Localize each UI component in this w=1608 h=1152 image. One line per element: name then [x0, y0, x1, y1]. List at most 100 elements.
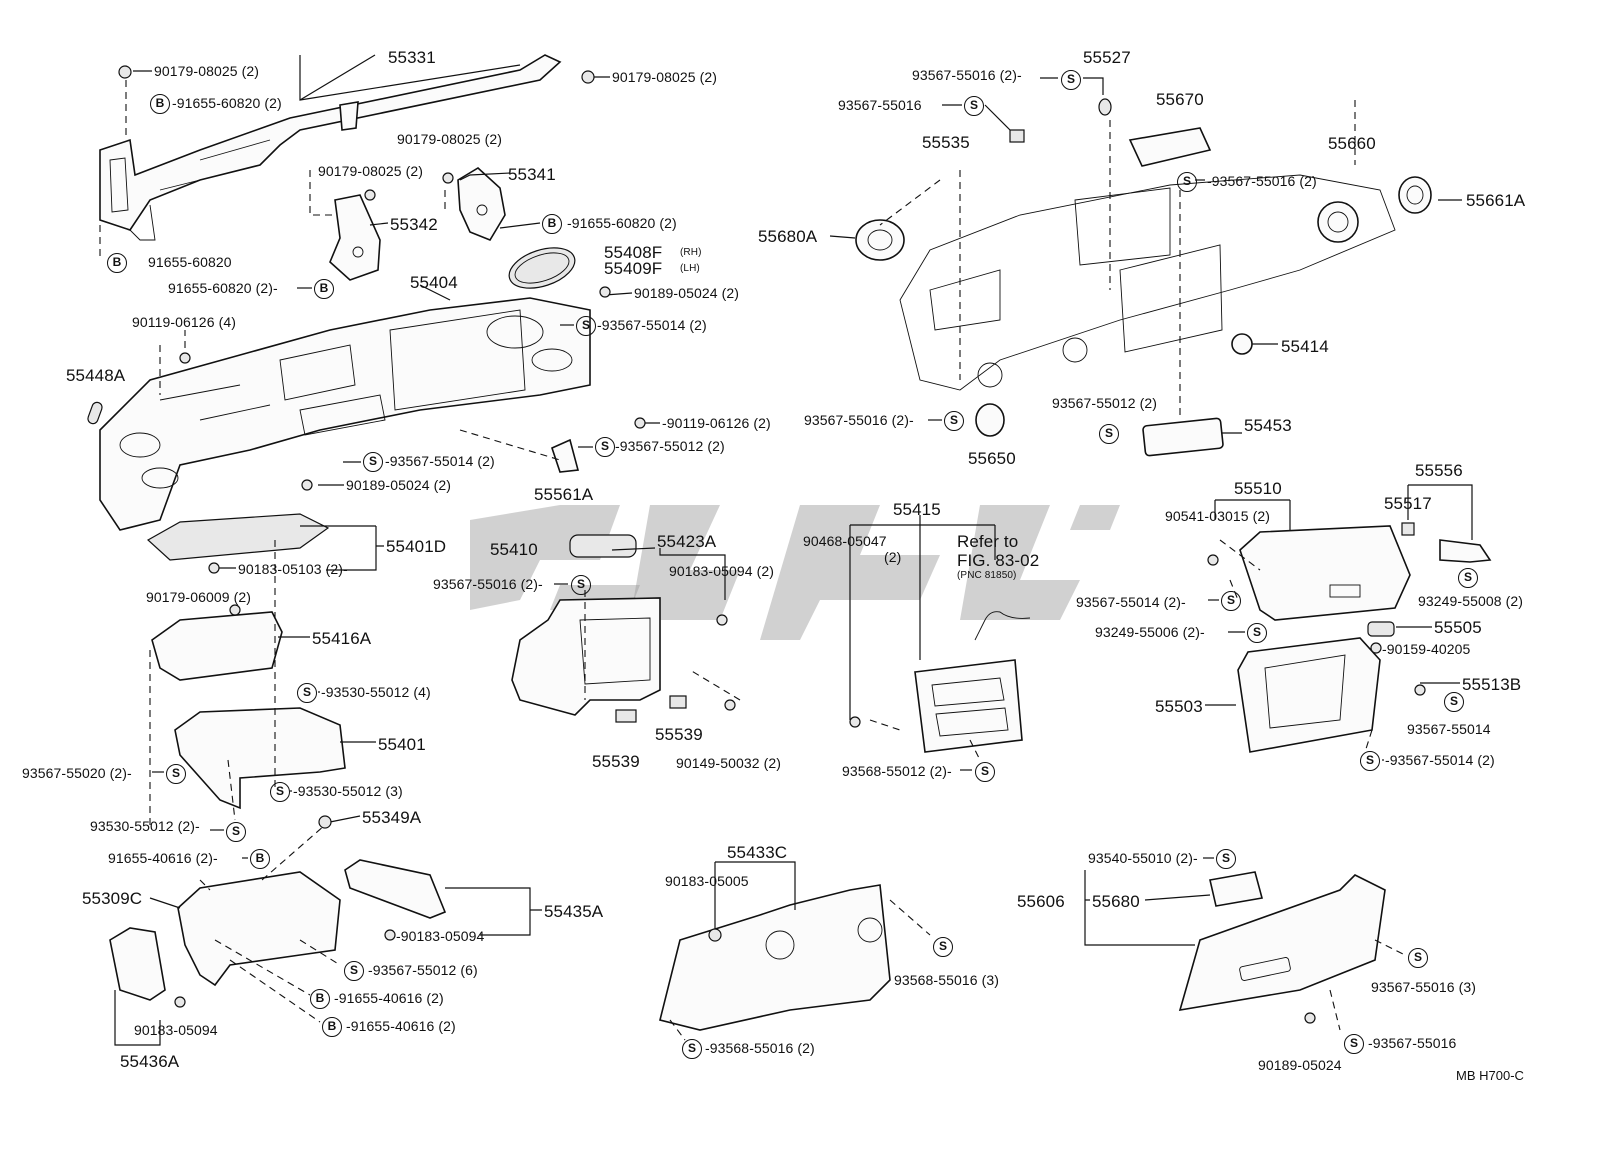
bracket-55435A — [344, 859, 447, 919]
screw-symbol-icon: S — [1408, 948, 1428, 968]
part-label: 93249-55006 (2)- — [1095, 624, 1205, 640]
part-label: 93540-55010 (2)- — [1088, 850, 1198, 866]
part-label: 93530-55012 (2)- — [90, 818, 200, 834]
screw-symbol-icon: S — [297, 683, 317, 703]
watermark-logo — [470, 505, 1120, 640]
cover-55436A — [109, 927, 166, 1001]
screw-symbol-icon: S — [270, 782, 290, 802]
bolt-symbol-icon: B — [322, 1017, 342, 1037]
screw-symbol-icon: S — [1216, 849, 1236, 869]
part-label: -91655-60820 (2) — [567, 215, 677, 231]
part-label: 93567-55012 (2) — [1052, 395, 1158, 411]
screw-symbol-icon: S — [595, 437, 615, 457]
bracket-55401 — [174, 707, 346, 810]
cluster-finish-panel-55423A — [511, 597, 661, 716]
speaker-grille-55408F — [508, 247, 576, 289]
part-label: -93567-55016 — [1368, 1035, 1457, 1051]
part-label: 55435A — [544, 902, 604, 921]
part-label: 55409F — [604, 259, 663, 278]
instrument-panel-installed — [899, 174, 1396, 391]
screw-symbol-icon: S — [1099, 424, 1119, 444]
part-label: 93567-55016 (2)- — [912, 67, 1022, 83]
screw-symbol-icon: S — [1444, 692, 1464, 712]
part-label: -93567-55014 (2) — [597, 317, 707, 333]
lower-panel-55606 — [1178, 874, 1386, 1011]
part-label: 55505 — [1434, 618, 1482, 637]
part-label: 55341 — [508, 165, 556, 184]
part-label: 90189-05024 (2) — [346, 477, 452, 493]
part-label: -91655-60820 (2) — [172, 95, 282, 111]
part-label: 90183-05103 (2)- — [238, 561, 348, 577]
part-label: 55510 — [1234, 479, 1282, 498]
part-label: -91655-40616 (2) — [334, 990, 444, 1006]
bolt-symbol-icon: B — [107, 253, 127, 273]
part-label: 55331 — [388, 48, 436, 67]
part-label: 55448A — [66, 366, 126, 385]
part-label: Refer to — [957, 532, 1019, 551]
part-label: -93530-55012 (3) — [293, 783, 403, 799]
part-label: 90179-08025 (2) — [612, 69, 718, 85]
part-label: 93567-55016 — [838, 97, 922, 113]
part-label: (2) — [884, 549, 902, 565]
part-label: FIG. 83-02 — [957, 551, 1040, 570]
part-label: 93567-55020 (2)- — [22, 765, 132, 781]
part-label: -93567-55012 (6) — [368, 962, 478, 978]
part-label: 93567-55014 (2)- — [1076, 594, 1186, 610]
vent-55660 — [1317, 201, 1359, 243]
part-label: -93567-55014 (2) — [1385, 752, 1495, 768]
clip-55527 — [1098, 98, 1112, 116]
reinforcement-55331 — [99, 54, 562, 241]
part-label: 55410 — [490, 540, 538, 559]
bracket-55342 — [329, 194, 381, 281]
part-label: 90541-03015 (2) — [1165, 508, 1271, 524]
bracket-55416A — [151, 611, 283, 681]
part-label: 55680A — [758, 227, 818, 246]
part-label: -90119-06126 (2) — [662, 415, 771, 431]
screw-symbol-icon: S — [1221, 591, 1241, 611]
part-label: (PNC 81850) — [957, 570, 1017, 581]
part-label: 55423A — [657, 532, 717, 551]
center-cluster-panel-55415 — [914, 659, 1023, 753]
bolt-symbol-icon: B — [250, 849, 270, 869]
part-label: -90183-05094 — [396, 928, 485, 944]
part-label: -93568-55016 (2) — [705, 1040, 815, 1056]
part-label: 90183-05094 — [134, 1022, 218, 1038]
part-label: 55401 — [378, 735, 426, 754]
clip-55535 — [1009, 129, 1025, 143]
screw-symbol-icon: S — [1458, 568, 1478, 588]
part-label: 90119-06126 (4) — [132, 314, 236, 330]
hinge-55556 — [1439, 539, 1492, 563]
part-label: 91655-40616 (2)- — [108, 850, 218, 866]
part-label: 55453 — [1244, 416, 1292, 435]
screw-symbol-icon: S — [975, 762, 995, 782]
part-label: 90179-08025 (2) — [397, 131, 503, 147]
part-label: 93568-55012 (2)- — [842, 763, 952, 779]
part-label: 55433C — [727, 843, 788, 862]
cover-55410 — [569, 534, 637, 558]
part-label: 55414 — [1281, 337, 1329, 356]
part-label: 93568-55016 (3) — [894, 972, 1000, 988]
part-label: 55517 — [1384, 494, 1432, 513]
part-label: 55349A — [362, 808, 422, 827]
part-label: 55527 — [1083, 48, 1131, 67]
part-label: 90189-05024 (2) — [634, 285, 740, 301]
part-label: 55513B — [1462, 675, 1522, 694]
clip-55539 — [615, 709, 637, 723]
dashed-connections — [99, 80, 1406, 1041]
part-label: 55535 — [922, 133, 970, 152]
part-label: 55408F — [604, 243, 663, 262]
part-label: 55503 — [1155, 697, 1203, 716]
part-label: (RH) — [680, 247, 702, 258]
part-label: 55556 — [1415, 461, 1463, 480]
screw-symbol-icon: S — [1247, 623, 1267, 643]
part-label: -91655-40616 (2) — [346, 1018, 456, 1034]
part-label: -93530-55012 (4) — [321, 684, 431, 700]
screw-symbol-icon: S — [363, 452, 383, 472]
part-label: 55670 — [1156, 90, 1204, 109]
garnish-55453 — [1142, 417, 1224, 457]
bracket-55341 — [457, 167, 506, 241]
part-label: 90189-05024 — [1258, 1057, 1342, 1073]
bracket-55561A — [551, 438, 580, 473]
